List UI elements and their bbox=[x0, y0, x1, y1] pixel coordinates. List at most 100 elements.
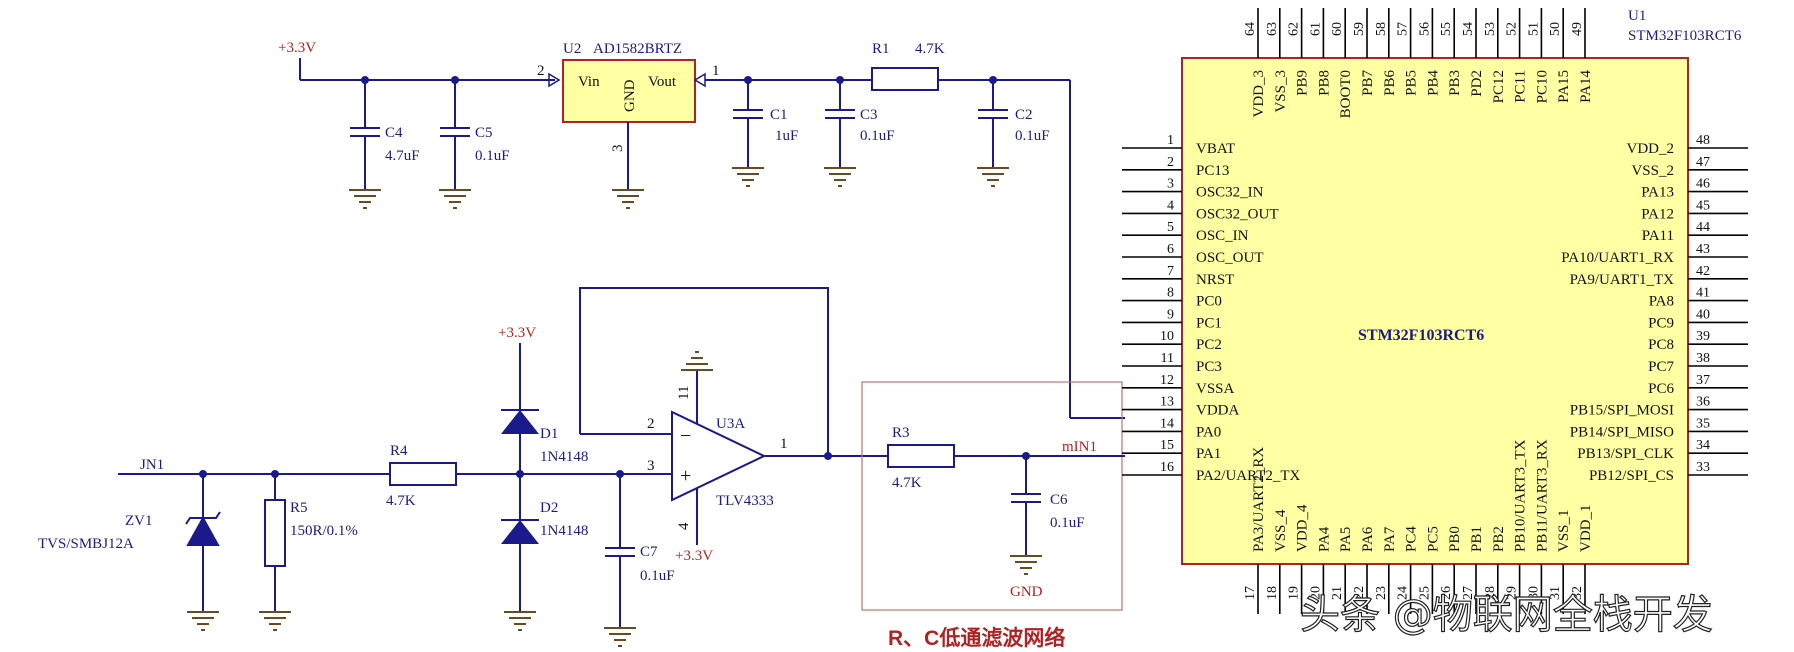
u3a-pin-gnd-num: 11 bbox=[676, 386, 692, 400]
mcu-pin-num: 58 bbox=[1374, 22, 1389, 36]
mcu-pin-name: VSS_2 bbox=[1631, 163, 1674, 179]
mcu-pin-num: 23 bbox=[1374, 586, 1389, 600]
mcu-pin-num: 6 bbox=[1167, 242, 1174, 257]
c7-ref: C7 bbox=[640, 544, 658, 560]
mcu-pin-num: 44 bbox=[1696, 220, 1710, 235]
resistor-r3: R3 4.7K bbox=[887, 425, 955, 491]
mcu-pin-num: 43 bbox=[1696, 242, 1710, 257]
c4-value: 4.7uF bbox=[385, 148, 420, 164]
c5-ref: C5 bbox=[475, 125, 493, 141]
net-min1: mIN1 bbox=[1062, 439, 1097, 455]
d1-ref: D1 bbox=[540, 426, 558, 442]
mcu-pin-name: PB2 bbox=[1491, 526, 1507, 552]
mcu-pin-num: 53 bbox=[1483, 22, 1498, 36]
mcu-pin-name: PC0 bbox=[1196, 294, 1222, 310]
c2-value: 0.1uF bbox=[1015, 128, 1050, 144]
u2-pin-num-gnd: 3 bbox=[610, 145, 626, 153]
mcu-pin-num: 3 bbox=[1167, 177, 1174, 192]
mcu-pin-num: 26 bbox=[1439, 586, 1454, 600]
tvs-zv1: ZV1 TVS/SMBJ12A bbox=[38, 474, 221, 631]
mcu-pin-num: 2 bbox=[1167, 155, 1174, 170]
filter-highlight-box bbox=[861, 381, 1123, 611]
mcu-pin-name: PB0 bbox=[1447, 526, 1463, 552]
mcu-pin-num: 32 bbox=[1570, 586, 1585, 600]
u2-pin-vin: Vin bbox=[578, 74, 600, 90]
mcu-pin-name: PC9 bbox=[1648, 315, 1674, 331]
mcu-center-label: STM32F103RCT6 bbox=[1358, 327, 1484, 344]
mcu-pin-name: PC7 bbox=[1648, 359, 1674, 375]
c1-ref: C1 bbox=[770, 107, 788, 123]
mcu-pin-num: 28 bbox=[1483, 586, 1498, 600]
mcu-pin-name: PB4 bbox=[1425, 70, 1441, 96]
mcu-pin-name: PB15/SPI_MOSI bbox=[1570, 403, 1674, 419]
mcu-pin-num: 56 bbox=[1417, 22, 1432, 36]
mcu-pin-name: PA5 bbox=[1338, 527, 1354, 552]
mcu-pin-num: 59 bbox=[1352, 22, 1367, 36]
mcu-pin-num: 47 bbox=[1696, 155, 1710, 170]
u3a-part: TLV4333 bbox=[716, 493, 774, 509]
mcu-pin-num: 34 bbox=[1696, 438, 1710, 453]
mcu-pin-name: PA4 bbox=[1316, 526, 1332, 552]
mcu-pin-name: PA11 bbox=[1642, 228, 1674, 244]
mcu-pin-name: OSC_IN bbox=[1196, 228, 1249, 244]
mcu-pin-name: VSS_1 bbox=[1556, 509, 1572, 552]
mcu-pin-name: PB14/SPI_MISO bbox=[1570, 424, 1674, 440]
mcu-pin-num: 41 bbox=[1696, 286, 1710, 301]
mcu-pin-num: 40 bbox=[1696, 307, 1710, 322]
mcu-part: STM32F103RCT6 bbox=[1628, 28, 1742, 44]
mcu-pin-num: 27 bbox=[1461, 586, 1476, 600]
u3a-pin-minus-num: 2 bbox=[647, 416, 655, 432]
mcu-pin-name: PA12 bbox=[1641, 206, 1674, 222]
mcu-ref: U1 bbox=[1628, 8, 1646, 24]
mcu-pin-name: PB10/UART3_TX bbox=[1513, 439, 1529, 552]
mcu-pin-num: 63 bbox=[1265, 22, 1280, 36]
mcu-pin-name: PB12/SPI_CS bbox=[1589, 468, 1674, 484]
mcu-pin-name: PB1 bbox=[1469, 526, 1485, 552]
mcu-pin-num: 49 bbox=[1570, 22, 1585, 36]
mcu-pin-num: 50 bbox=[1548, 22, 1563, 36]
resistor-r1: R1 4.7K bbox=[871, 41, 945, 91]
mcu-pin-name: VDD_3 bbox=[1251, 70, 1267, 118]
capacitor-c7: C7 0.1uF bbox=[603, 474, 675, 647]
mcu-pin-name: BOOT0 bbox=[1338, 70, 1354, 118]
mcu-body bbox=[1181, 57, 1689, 565]
mcu-pin-num: 12 bbox=[1160, 373, 1174, 388]
mcu-pin-name: PA6 bbox=[1360, 526, 1376, 552]
mcu-pin-name: OSC_OUT bbox=[1196, 250, 1264, 266]
mcu-pin-num: 11 bbox=[1161, 351, 1174, 366]
capacitor-c3: C3 0.1uF bbox=[823, 80, 895, 187]
mcu-pin-name: VBAT bbox=[1196, 141, 1235, 157]
mcu-pin-name: PB3 bbox=[1447, 70, 1463, 96]
mcu-pin-name: VDD_4 bbox=[1295, 504, 1311, 552]
zv1-part: TVS/SMBJ12A bbox=[38, 536, 134, 552]
r3-ref: R3 bbox=[892, 425, 910, 441]
opamp-plus-symbol: + bbox=[680, 465, 691, 487]
mcu-pin-name: PA13 bbox=[1641, 185, 1674, 201]
u3a-pin-vcc-num: 4 bbox=[676, 522, 692, 530]
mcu-pin-num: 1 bbox=[1167, 133, 1174, 148]
zv1-ref: ZV1 bbox=[125, 513, 153, 529]
u2-pin-gnd: GND bbox=[622, 79, 638, 112]
mcu-pin-name: PB13/SPI_CLK bbox=[1577, 446, 1674, 462]
mcu-pin-num: 4 bbox=[1167, 198, 1174, 213]
mcu-pin-num: 15 bbox=[1160, 438, 1174, 453]
mcu-pin-num: 13 bbox=[1160, 395, 1174, 410]
vcc-label-diode: +3.3V bbox=[498, 325, 536, 341]
mcu-pin-num: 7 bbox=[1167, 264, 1174, 279]
mcu-pin-name: PC1 bbox=[1196, 315, 1222, 331]
watermark-text: 头条 @物联网全栈开发 bbox=[1300, 592, 1713, 638]
mcu-pin-num: 46 bbox=[1696, 177, 1710, 192]
mcu-pin-num: 19 bbox=[1287, 586, 1302, 600]
mcu-pin-num: 20 bbox=[1308, 586, 1323, 600]
mcu-pin-name: PB6 bbox=[1382, 70, 1398, 96]
mcu-pin-num: 22 bbox=[1352, 586, 1367, 600]
mcu-pin-num: 38 bbox=[1696, 351, 1710, 366]
r5-ref: R5 bbox=[290, 500, 308, 516]
c2-ref: C2 bbox=[1015, 107, 1033, 123]
net-jn1: JN1 bbox=[140, 457, 164, 473]
vcc-label-opamp: +3.3V bbox=[675, 548, 713, 564]
mcu-pin-name: NRST bbox=[1196, 272, 1234, 288]
u2-pin-num-in: 2 bbox=[537, 63, 545, 79]
u2-ref: U2 bbox=[563, 41, 581, 57]
mcu-pin-name: OSC32_OUT bbox=[1196, 206, 1279, 222]
